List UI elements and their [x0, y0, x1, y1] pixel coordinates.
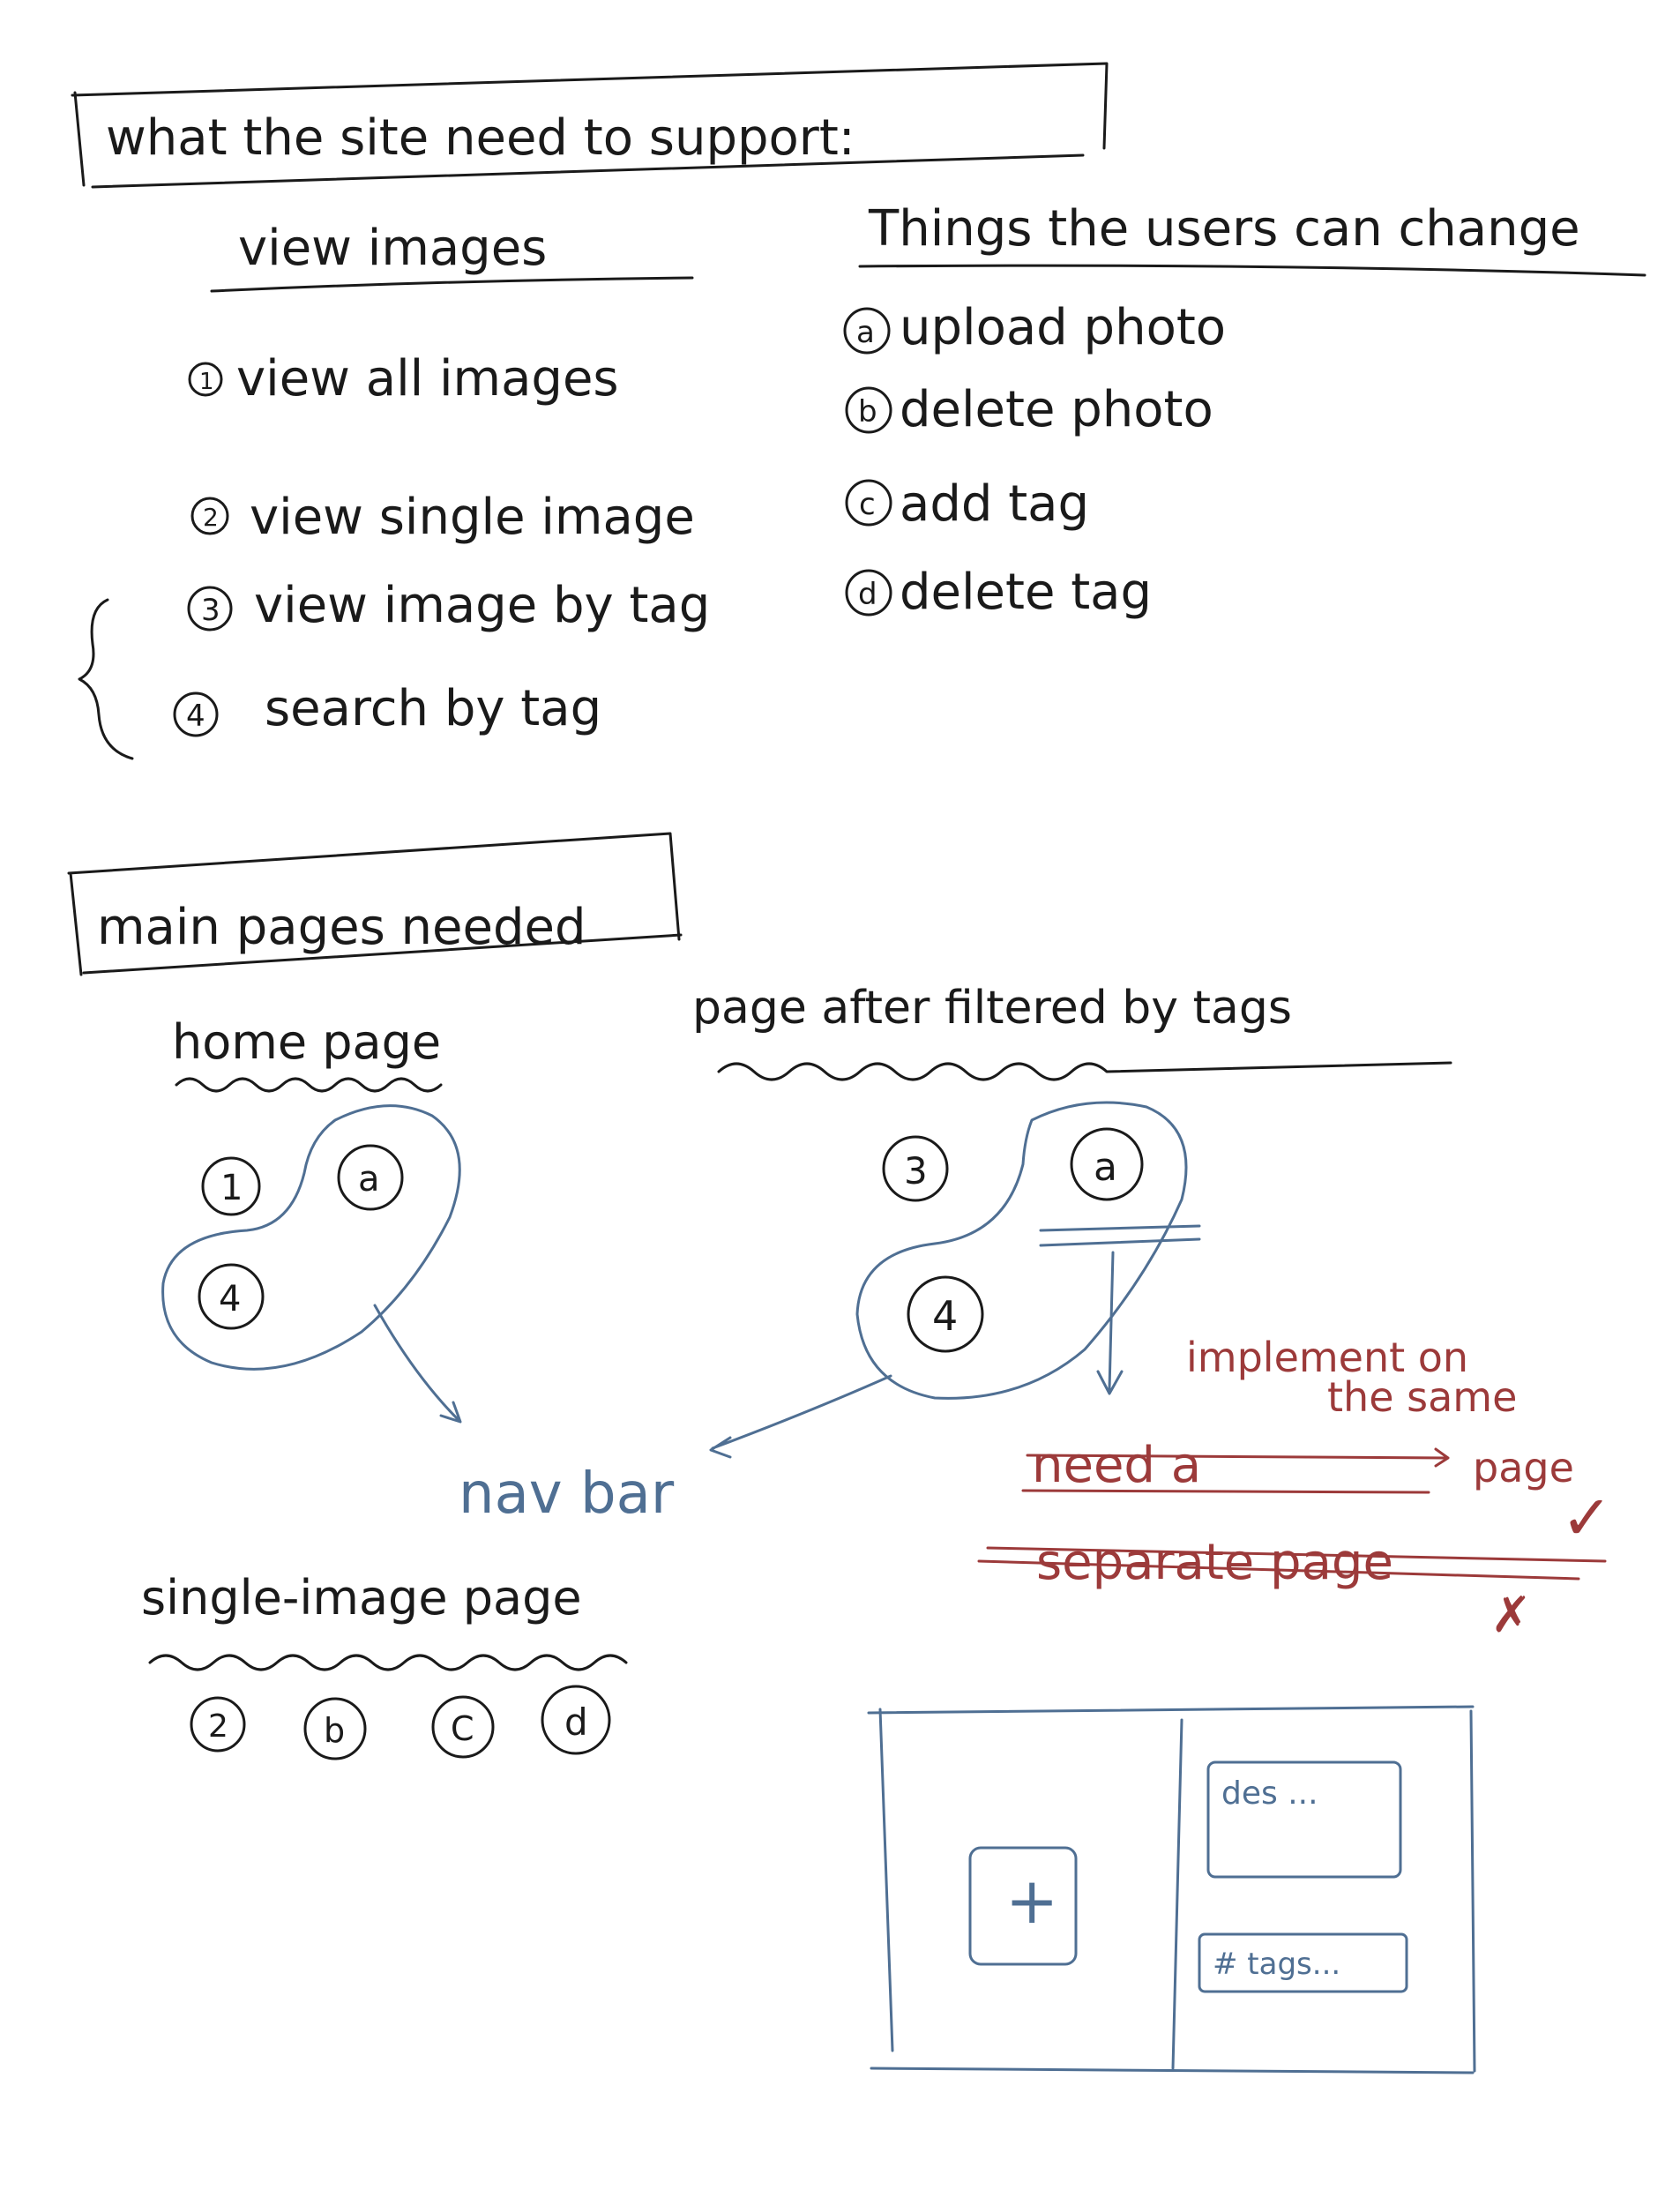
marker-a: a	[856, 315, 875, 350]
pages-heading-box: main pages needed	[67, 832, 683, 976]
upload-photo-item: upload photo	[900, 299, 1226, 356]
struck-line-2: separate page	[1036, 1534, 1393, 1591]
same-page-line-2: the same	[1327, 1373, 1517, 1421]
marker-4-circle	[173, 691, 219, 737]
same-page-line-1: implement on	[1186, 1334, 1468, 1381]
nav-bar-label: nav bar	[459, 1461, 675, 1527]
marker-b: b	[858, 394, 877, 430]
marker-4: 4	[186, 699, 205, 734]
single-marker-2: 2	[208, 1708, 228, 1745]
description-placeholder: des ...	[1221, 1775, 1318, 1812]
filtered-down-arrow	[1096, 1251, 1124, 1395]
marker-3: 3	[201, 593, 220, 628]
upload-plus: +	[1005, 1864, 1058, 1938]
search-by-tag-item: search by tag	[265, 680, 601, 737]
same-page-check: ✓	[1561, 1482, 1613, 1554]
user-changes-section: Things the users can change a upload pho…	[843, 200, 1646, 621]
marker-1-circle	[188, 362, 223, 397]
tags-box	[1198, 1932, 1408, 1993]
filtered-marker-a: a	[1094, 1145, 1117, 1190]
user-changes-heading: Things the users can change	[868, 200, 1580, 258]
delete-tag-item: delete tag	[900, 564, 1152, 621]
struck-cross: ✗	[1490, 1587, 1532, 1644]
home-marker-a: a	[358, 1159, 380, 1200]
marker-a-circle	[843, 307, 891, 355]
single-image-page-title: single-image page	[141, 1570, 582, 1626]
filtered-page-group: page after filtered by tags 3 a 4	[692, 982, 1452, 1400]
struck-line-1: need a	[1032, 1437, 1201, 1494]
marker-c: c	[859, 487, 876, 522]
pages-heading: main pages needed	[97, 899, 586, 956]
view-images-section: view images 1 view all images 2 view sin…	[78, 220, 710, 760]
home-page-title: home page	[172, 1014, 441, 1070]
same-page-line-3: page	[1473, 1444, 1574, 1491]
filtered-marker-4: 4	[932, 1292, 958, 1340]
filtered-marker-a-circle	[1070, 1127, 1144, 1201]
same-page-note: implement on the same page ✓ need a sepa…	[977, 1334, 1613, 1644]
home-marker-4: 4	[219, 1279, 241, 1319]
marker-1: 1	[199, 369, 214, 395]
filtered-marker-3: 3	[904, 1149, 928, 1192]
view-all-images-item: view all images	[236, 350, 619, 407]
home-grouping-blob	[161, 1104, 461, 1371]
single-image-page-group: single-image page 2 b C d	[141, 1570, 628, 1760]
home-marker-1-circle	[201, 1156, 261, 1216]
marker-d: d	[858, 577, 877, 612]
single-marker-d-circle	[541, 1685, 611, 1755]
single-marker-c-circle	[431, 1695, 495, 1759]
home-to-navbar-arrow	[373, 1304, 462, 1424]
grouping-brace	[78, 598, 134, 760]
home-marker-a-circle	[337, 1144, 404, 1211]
view-single-image-item: view single image	[250, 489, 695, 546]
marker-2-circle	[190, 497, 229, 535]
home-marker-4-circle	[198, 1263, 265, 1330]
marker-2: 2	[203, 503, 219, 532]
marker-3-circle	[187, 586, 233, 632]
add-tag-item: add tag	[900, 475, 1089, 533]
home-marker-1: 1	[220, 1168, 243, 1208]
description-box	[1206, 1760, 1402, 1879]
home-page-group: home page 1 a 4	[161, 1014, 461, 1371]
single-marker-b: b	[324, 1711, 345, 1750]
single-marker-2-circle	[190, 1696, 246, 1753]
marker-c-circle	[845, 479, 892, 527]
view-image-by-tag-item: view image by tag	[254, 577, 710, 634]
filtered-page-title: page after filtered by tags	[692, 982, 1292, 1035]
marker-b-circle	[845, 386, 892, 434]
filtered-marker-3-circle	[882, 1135, 949, 1202]
single-marker-d: d	[564, 1700, 588, 1744]
view-images-heading: view images	[238, 220, 547, 277]
single-marker-b-circle	[303, 1697, 367, 1760]
single-marker-c: C	[451, 1709, 474, 1748]
support-heading-box: what the site need to support:	[71, 62, 1109, 189]
support-heading: what the site need to support:	[106, 109, 855, 167]
filtered-grouping-blob	[855, 1101, 1188, 1400]
filtered-to-navbar-arrow	[709, 1374, 892, 1459]
delete-photo-item: delete photo	[900, 381, 1213, 438]
page-wireframe: + des ... # tags...	[867, 1705, 1476, 2074]
tags-placeholder: # tags...	[1213, 1947, 1340, 1982]
upload-box	[968, 1846, 1078, 1966]
filtered-marker-4-circle	[907, 1275, 984, 1353]
marker-d-circle	[845, 569, 892, 617]
